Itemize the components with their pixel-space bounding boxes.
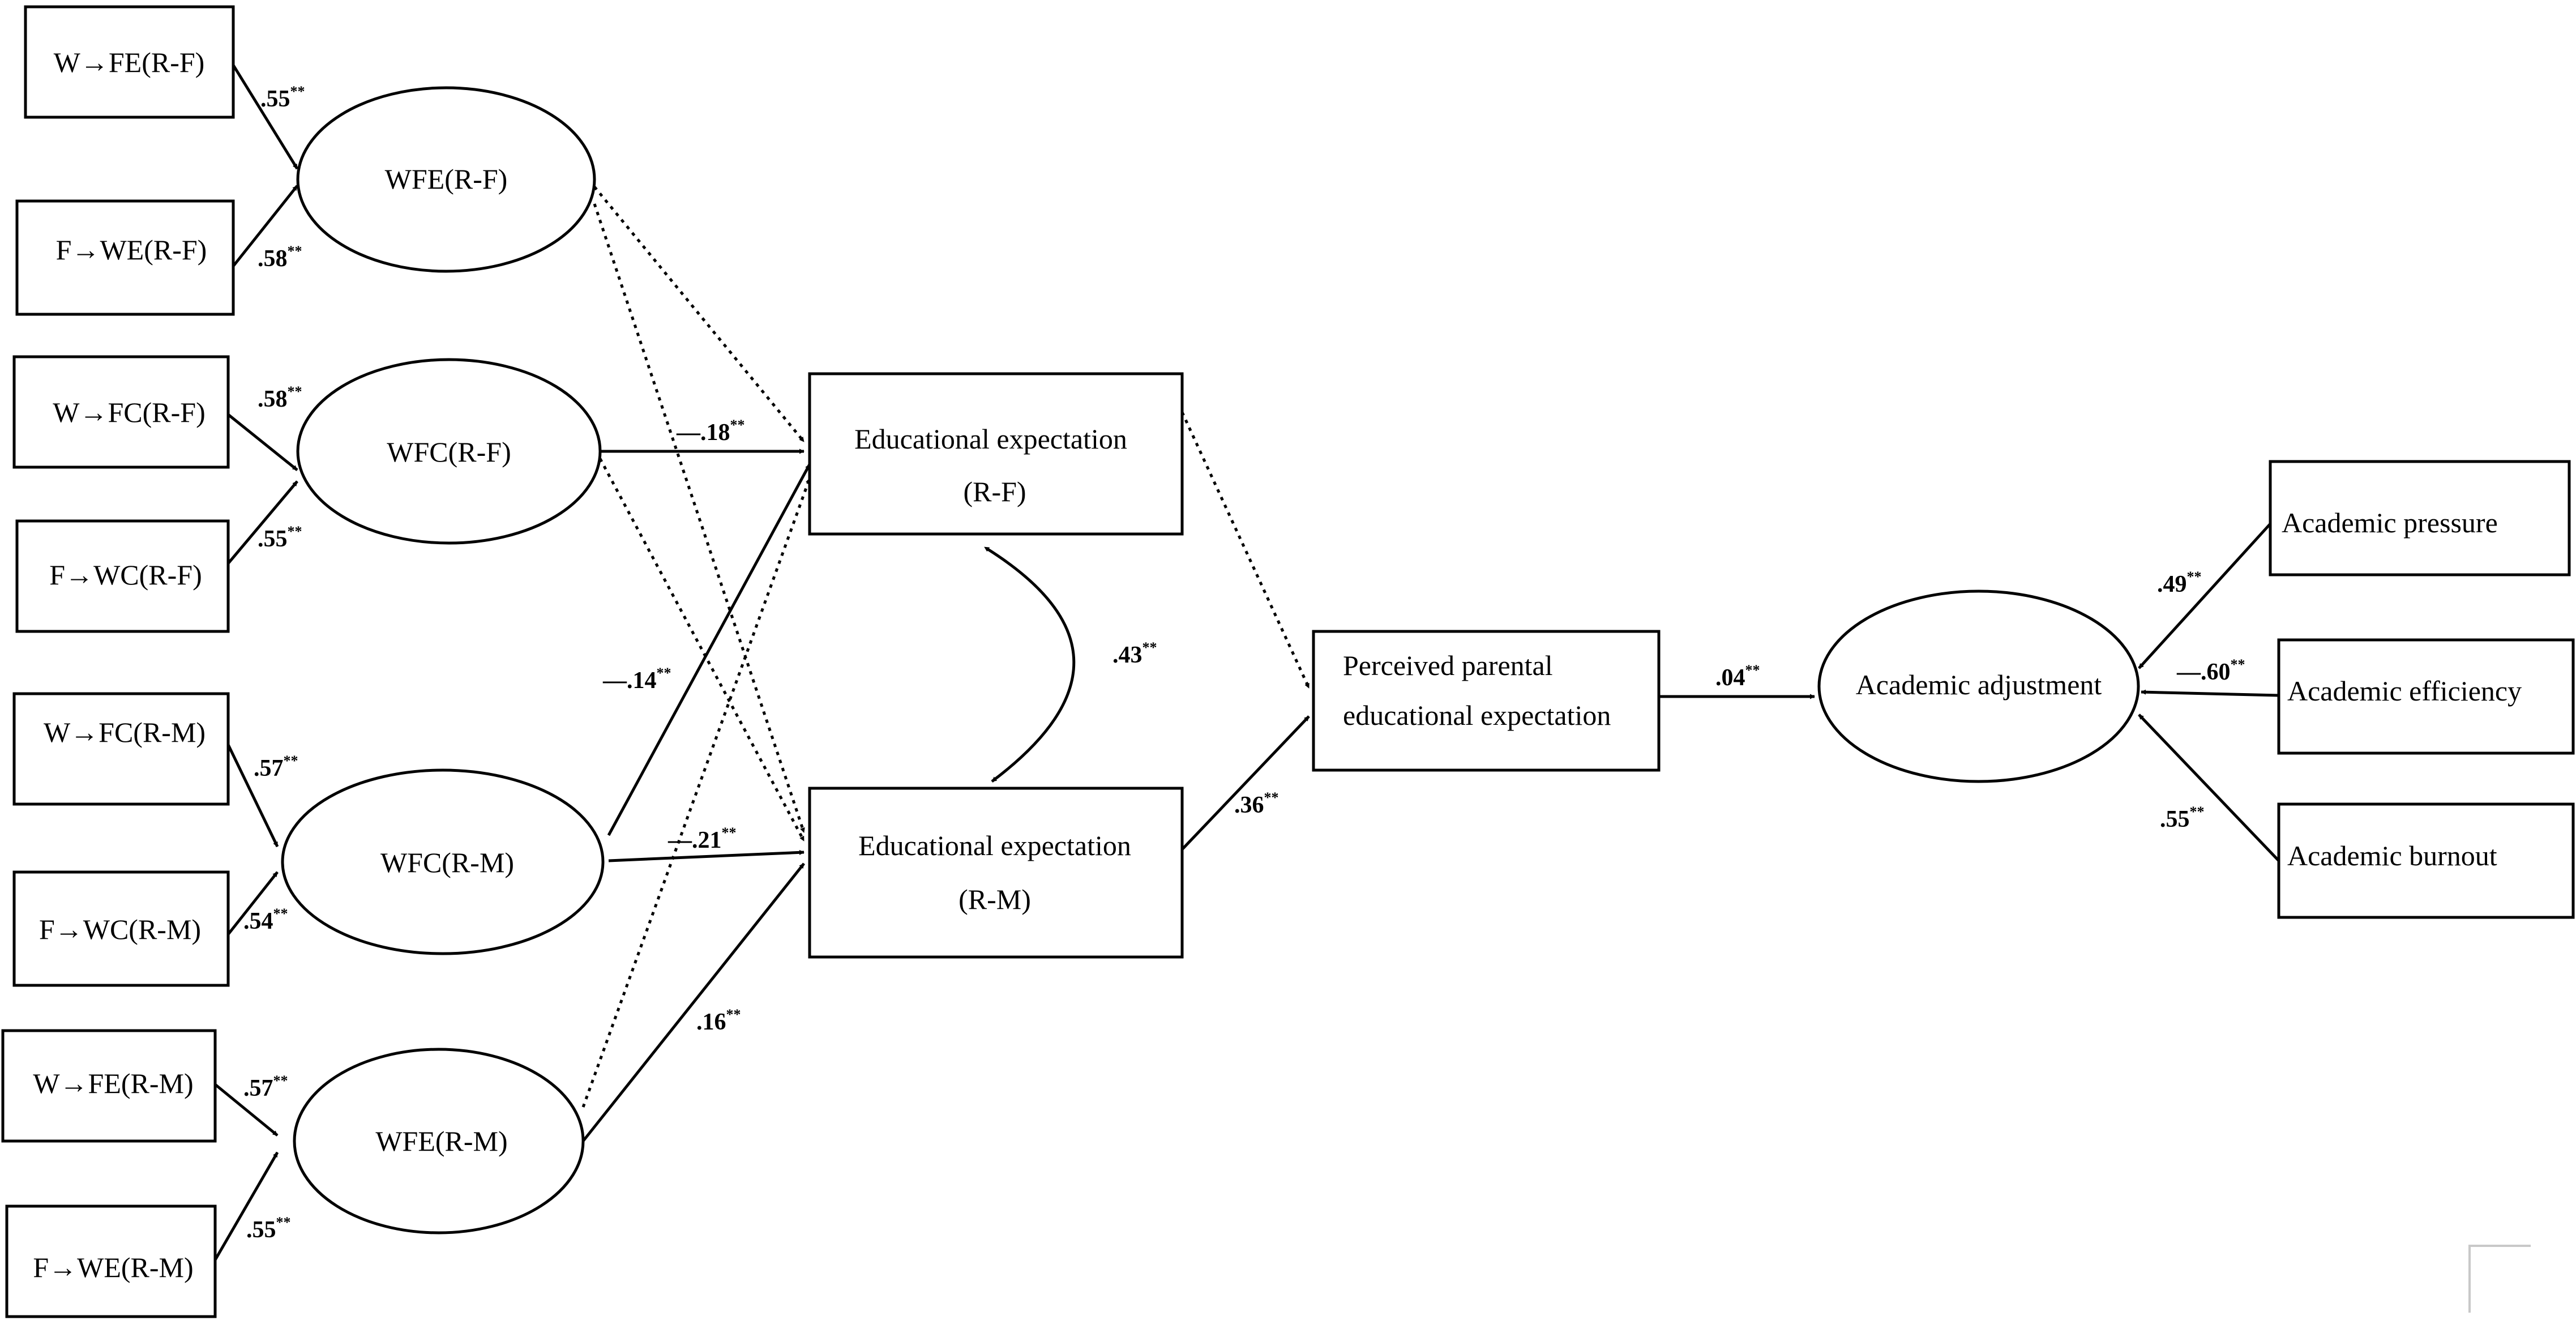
coef-f-wc-rm: .54** xyxy=(243,905,288,934)
node-f-wc-rm: F→WC(R-M) xyxy=(12,870,230,987)
node-academic-pressure: Academic pressure xyxy=(2269,460,2571,576)
edge-w-fc-rf xyxy=(227,413,298,471)
coefficient-labels: .55** .58** .58** .55** .57** .54** .57*… xyxy=(243,83,2245,1243)
coef-f-we-rf: .58** xyxy=(258,243,302,272)
node-wfe-rm-label: WFE(R-M) xyxy=(375,1125,507,1157)
edge-efficiency xyxy=(2141,689,2279,697)
outcome-nodes: Educational expectation (R-F) Educationa… xyxy=(808,372,2575,959)
edge-f-wc-rf xyxy=(227,480,298,565)
node-academic-efficiency-label: Academic efficiency xyxy=(2287,675,2522,707)
node-w-fe-rm: W→FE(R-M) xyxy=(1,1029,217,1143)
node-edu-rf-label-2: (R-F) xyxy=(963,476,1026,507)
edge-wfe-rm-to-edu-rm xyxy=(582,862,805,1142)
edge-edu-rm-to-ppee xyxy=(1181,715,1310,851)
node-edu-rf-label-1: Educational expectation xyxy=(854,423,1127,455)
node-wfe-rf-label: WFE(R-F) xyxy=(385,163,508,195)
edge-f-we-rm xyxy=(213,1151,279,1261)
edge-wfc-rm-to-edu-rm xyxy=(608,849,805,862)
node-w-fc-rm-label: W→FC(R-M) xyxy=(44,716,206,748)
coef-f-wc-rf: .55** xyxy=(258,523,302,552)
node-ppee-label-2: educational expectation xyxy=(1343,699,1611,731)
node-wfc-rf: WFC(R-F) xyxy=(296,358,602,545)
node-f-we-rm-label: F→WE(R-M) xyxy=(33,1251,193,1283)
edge-w-fc-rm xyxy=(226,744,279,848)
edge-wfe-rf-to-edu-rf xyxy=(593,186,805,443)
coef-w-fe-rm: .57** xyxy=(243,1073,288,1101)
edges xyxy=(213,64,2280,1261)
node-edu-rf: Educational expectation (R-F) xyxy=(808,372,1184,536)
coef-wfc-rf-to-edu-rf: —.18** xyxy=(676,417,745,446)
node-edu-rm-label-2: (R-M) xyxy=(958,883,1031,915)
edge-w-fe-rf xyxy=(232,64,299,170)
node-wfe-rf: WFE(R-F) xyxy=(296,86,596,273)
node-academic-adjustment: Academic adjustment xyxy=(1817,589,2140,783)
node-wfc-rm-label: WFC(R-M) xyxy=(380,847,514,878)
node-edu-rm: Educational expectation (R-M) xyxy=(808,787,1184,959)
coef-efficiency: —.60** xyxy=(2176,656,2245,685)
edge-wfe-rf-to-edu-rm xyxy=(593,203,806,833)
node-w-fe-rm-label: W→FE(R-M) xyxy=(33,1067,193,1099)
edge-w-fe-rm xyxy=(214,1083,279,1137)
node-f-we-rf-label: F→WE(R-F) xyxy=(56,234,207,266)
edge-edu-rf-to-ppee xyxy=(1180,411,1311,689)
coef-ppee-to-adjustment: .04** xyxy=(1715,662,1760,691)
edge-pressure xyxy=(2138,523,2271,669)
coef-w-fc-rm: .57** xyxy=(254,753,298,781)
edge-f-we-rf xyxy=(232,185,298,267)
node-academic-efficiency: Academic efficiency xyxy=(2277,638,2575,755)
coef-wfe-rm-to-edu-rm: .16** xyxy=(696,1006,741,1035)
edge-wfc-rm-to-edu-rf xyxy=(607,463,811,836)
edge-wfe-rm-to-edu-rf xyxy=(581,478,811,1108)
coef-w-fc-rf: .58** xyxy=(258,383,302,412)
coef-f-we-rm: .55** xyxy=(246,1214,291,1243)
node-ppee-label-1: Perceived parental xyxy=(1343,650,1553,681)
node-f-wc-rm-label: F→WC(R-M) xyxy=(39,913,201,945)
indicator-boxes: W→FE(R-F) F→WE(R-F) W→FC(R-F) F→WC(R-F) … xyxy=(1,5,235,1318)
coef-wfc-rm-to-edu-rm: —.21** xyxy=(667,825,737,853)
node-ppee: Perceived parental educational expectati… xyxy=(1312,630,1661,772)
edge-burnout xyxy=(2138,714,2280,862)
node-wfe-rm: WFE(R-M) xyxy=(293,1048,585,1234)
node-w-fc-rf: W→FC(R-F) xyxy=(12,355,230,469)
coef-pressure: .49** xyxy=(2157,569,2202,597)
node-f-wc-rf-label: F→WC(R-F) xyxy=(49,559,202,591)
node-academic-burnout: Academic burnout xyxy=(2277,802,2575,919)
node-wfc-rf-label: WFC(R-F) xyxy=(387,436,511,468)
coef-edu-rm-to-ppee: .36** xyxy=(1234,789,1279,818)
node-f-we-rm: F→WE(R-M) xyxy=(5,1204,217,1318)
latent-ellipses: WFE(R-F) WFC(R-F) WFC(R-M) WFE(R-M) xyxy=(281,86,605,1234)
node-w-fe-rf: W→FE(R-F) xyxy=(24,5,235,119)
node-academic-burnout-label: Academic burnout xyxy=(2287,840,2497,872)
coef-edu-covariance: .43** xyxy=(1112,639,1157,668)
node-academic-pressure-label: Academic pressure xyxy=(2282,507,2498,539)
coef-wfc-rm-to-edu-rf: —.14** xyxy=(602,665,671,694)
node-f-we-rf: F→WE(R-F) xyxy=(15,199,235,316)
node-w-fe-rf-label: W→FE(R-F) xyxy=(54,46,205,78)
node-academic-adjustment-label: Academic adjustment xyxy=(1856,669,2102,700)
node-w-fc-rf-label: W→FC(R-F) xyxy=(53,396,205,428)
node-edu-rm-label-1: Educational expectation xyxy=(858,830,1131,861)
node-w-fc-rm: W→FC(R-M) xyxy=(12,692,230,806)
corner-mark xyxy=(2468,1245,2531,1313)
edge-f-wc-rm xyxy=(227,871,279,935)
coef-w-fe-rf: .55** xyxy=(260,83,305,112)
coef-burnout: .55** xyxy=(2160,804,2205,832)
edge-edu-covariance xyxy=(984,546,1076,783)
node-f-wc-rf: F→WC(R-F) xyxy=(15,519,230,633)
node-wfc-rm: WFC(R-M) xyxy=(281,768,605,955)
edge-wfc-rf-to-edu-rm xyxy=(598,458,806,842)
